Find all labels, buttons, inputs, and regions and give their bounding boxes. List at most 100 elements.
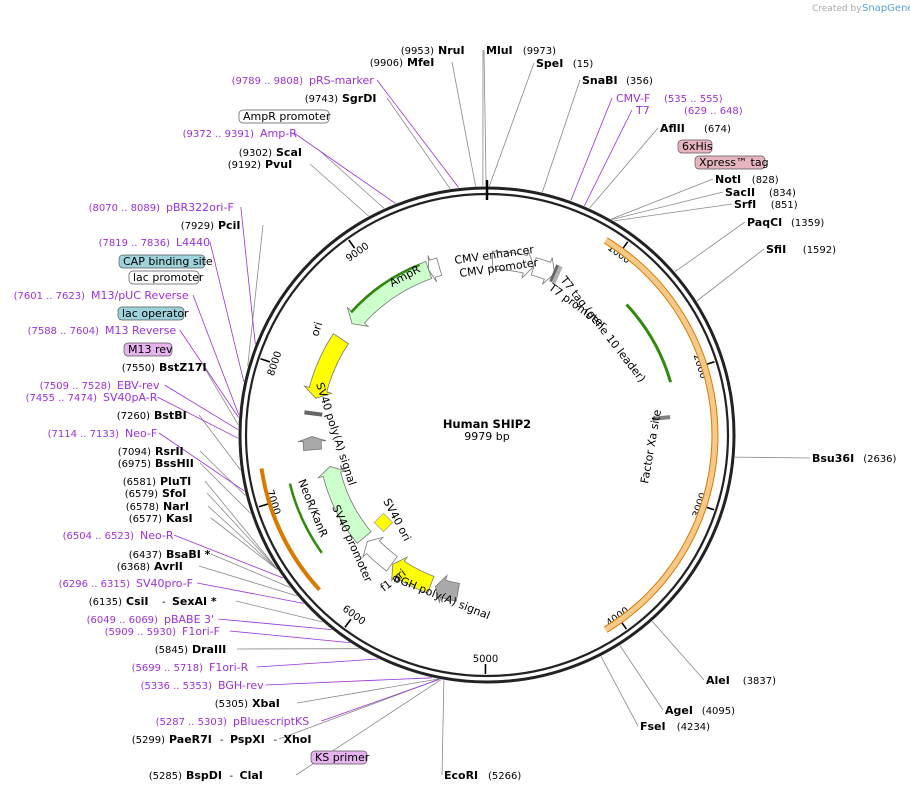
enzyme-pos: (9743) — [305, 94, 338, 105]
enzyme-sfii: SfiI — [766, 243, 786, 256]
primer-pos: (7509 .. 7528) — [40, 381, 112, 392]
enzyme-bsabi-: BsaBI * — [166, 548, 211, 561]
tick-mark — [258, 502, 269, 508]
primer-pos: (6049 .. 6069) — [87, 615, 159, 626]
enzyme-pluti: PluTI — [160, 475, 191, 488]
enzyme-srfi: SrfI — [734, 198, 756, 211]
boxed-label-ks-primer: KS primer — [315, 751, 370, 764]
primer-pos: (9372 .. 9391) — [183, 129, 255, 140]
leader-line — [210, 553, 291, 588]
enzyme-pos: (834) — [769, 188, 796, 199]
primer-bgh-rev: BGH-rev — [218, 679, 264, 692]
primer-l4440: L4440 — [176, 236, 210, 249]
feature-arrow — [391, 556, 435, 594]
enzyme-mfei: MfeI — [407, 56, 434, 69]
leader-line — [589, 127, 659, 209]
enzyme-pos: (6577) — [129, 514, 162, 525]
enzyme-avrii: AvrII — [154, 560, 183, 573]
enzyme-rsrii: RsrII — [155, 445, 184, 458]
leader-line — [204, 480, 278, 570]
label-leader-lines — [157, 49, 811, 776]
enzyme-xhoi: XhoI — [284, 733, 312, 746]
leader-line — [209, 241, 245, 382]
enzyme-snabi: SnaBI — [582, 74, 618, 87]
feature-label-3: T7 tag (gene 10 leader) — [557, 273, 648, 385]
boxed-label-xpress-tag: Xpress™ tag — [699, 156, 769, 169]
leader-line — [198, 414, 241, 471]
enzyme-pos: (2636) — [863, 454, 896, 465]
feature-arrow — [491, 249, 535, 280]
enzyme-pos: (6578) — [126, 502, 159, 513]
neor-orf-line — [288, 483, 323, 554]
leader-line — [158, 432, 245, 492]
leader-line — [210, 517, 278, 570]
primer-pos: (7114 .. 7133) — [48, 429, 120, 440]
primer-pos: (9789 .. 9808) — [232, 76, 304, 87]
plasmid-name: Human SHIP2 — [443, 417, 531, 431]
leader-line — [157, 396, 239, 439]
primer-m13-puc-reverse: M13/pUC Reverse — [91, 289, 189, 302]
enzyme-fsei: FseI — [640, 720, 666, 733]
enzyme-pos: (9973) — [523, 46, 556, 57]
boxed-label-bg — [694, 155, 766, 170]
enzyme-sfoi: SfoI — [162, 487, 186, 500]
feature-arrow — [316, 466, 372, 544]
leader-line — [293, 132, 396, 204]
enzyme-xbai: XbaI — [252, 697, 280, 710]
separator: - — [274, 735, 278, 746]
enzyme-agei: AgeI — [665, 704, 693, 717]
enzyme-pos: (1592) — [803, 245, 836, 256]
enzyme-pos: (6581) — [123, 477, 156, 488]
leader-line — [489, 62, 535, 187]
leader-line — [614, 203, 733, 222]
boxed-label-lac-promoter: lac promoter — [133, 271, 204, 284]
leader-line — [229, 630, 350, 643]
orf-arrow — [625, 303, 673, 383]
leader-line — [197, 582, 304, 604]
enzyme-pos: (15) — [573, 59, 594, 70]
enzyme-mlui: MluI — [486, 44, 513, 57]
feature-mark — [549, 264, 560, 283]
leader-line — [541, 79, 581, 193]
enzyme-pos: (851) — [771, 200, 798, 211]
primer-pbluescriptks: pBluescriptKS — [233, 715, 309, 728]
leader-line — [256, 658, 379, 668]
enzyme-pos: (6368) — [117, 562, 150, 573]
leader-line — [386, 97, 451, 189]
enzyme-pos: (6975) — [118, 459, 151, 470]
enzyme-bstbi: BstBI — [154, 409, 187, 422]
primer-f1ori-r: F1ori-R — [209, 661, 249, 674]
primer-f1ori-f: F1ori-F — [182, 625, 220, 638]
leader-line — [206, 492, 278, 570]
branding-created-by: Created by — [812, 4, 862, 14]
feature-label-5: Factor Xa site — [638, 408, 664, 484]
boxed-label-m13-rev: M13 rev — [128, 343, 173, 356]
enzyme-scai: ScaI — [276, 146, 302, 159]
leader-line — [309, 163, 369, 217]
tick-mark — [260, 357, 271, 363]
enzyme-aflii: AflII — [660, 122, 685, 135]
primer-sv40pro-f: SV40pro-F — [136, 577, 193, 590]
enzyme-pvui: PvuI — [265, 158, 292, 171]
enzyme-pos: (828) — [752, 175, 779, 186]
boxed-label-bg — [128, 270, 200, 285]
primer-pos: (6296 .. 6315) — [59, 579, 131, 590]
enzyme-pos: (6579) — [125, 489, 158, 500]
separator: - — [162, 597, 166, 608]
boxed-label-6xhis: 6xHis — [682, 140, 713, 153]
enzyme-pos: (5266) — [488, 771, 521, 782]
leader-line — [198, 565, 298, 597]
boxed-label-cap-binding-site: CAP binding site — [123, 255, 213, 268]
leader-line — [610, 178, 714, 220]
boxed-label-bg — [118, 254, 206, 269]
boxed-label-lac-operator: lac operator — [122, 307, 189, 320]
feature-arrow — [303, 333, 349, 399]
leader-line — [199, 450, 246, 496]
leader-line — [235, 600, 323, 623]
enzyme-bstz17i: BstZ17I — [159, 361, 207, 374]
tick-mark — [348, 239, 356, 249]
leader-line — [321, 679, 440, 722]
tick-label: 9000 — [344, 241, 371, 265]
boxed-label-bg — [117, 306, 185, 321]
